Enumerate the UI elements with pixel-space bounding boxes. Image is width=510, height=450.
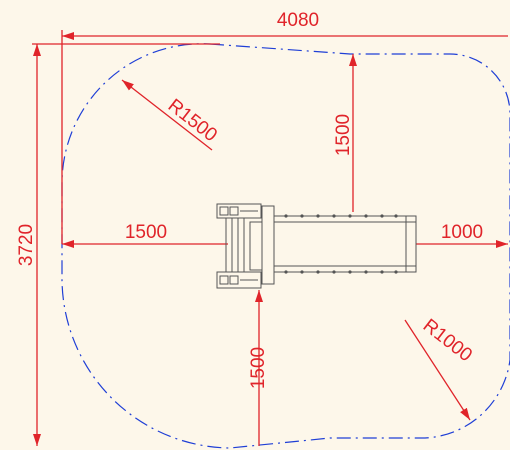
radius-large-dimension: R1500 [121, 79, 221, 151]
bracket-bolt-bottom-mid [229, 275, 239, 285]
rail-bolts-bottom [284, 270, 398, 274]
bracket-bolt-top-mid [229, 206, 239, 216]
bracket-bolt-bottom-left [219, 275, 229, 285]
rail-bolts-top [284, 214, 398, 218]
conveyor-machine [216, 203, 417, 289]
top-clearance-dimension: 1500 [333, 54, 357, 212]
radius-small-dimension: R1000 [404, 315, 476, 421]
gearbox [249, 221, 263, 271]
bottom-clearance-label: 1500 [248, 347, 269, 389]
top-clearance-label: 1500 [333, 114, 354, 156]
safety-boundary-outline [61, 43, 510, 449]
bottom-clearance-dimension: 1500 [248, 290, 269, 446]
overall-height-label: 3720 [16, 224, 37, 266]
extension-lines [32, 30, 220, 244]
right-clearance-dimension: 1000 [406, 222, 508, 248]
right-clearance-label: 1000 [441, 222, 483, 243]
radius-small-label: R1000 [419, 315, 476, 366]
bracket-bolt-top-left [219, 206, 229, 216]
overall-width-label: 4080 [277, 10, 319, 31]
overall-height-dimension: 3720 [16, 44, 41, 446]
overall-width-dimension: 4080 [62, 10, 508, 40]
motor-housing [261, 205, 275, 285]
left-clearance-label: 1500 [125, 222, 167, 243]
left-clearance-dimension: 1500 [62, 222, 228, 248]
radius-large-label: R1500 [164, 95, 221, 146]
conveyor-belt-frame [273, 215, 417, 273]
